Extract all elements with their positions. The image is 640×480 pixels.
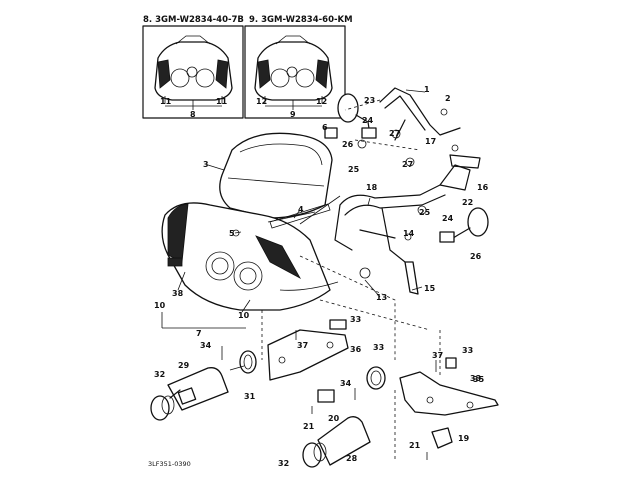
left-air-duct <box>150 367 229 421</box>
callout-25a: 25 <box>348 165 360 174</box>
right-duct-collar <box>366 366 386 390</box>
variant-8-frame <box>142 25 244 119</box>
variant-8-left-tag: 11 <box>160 97 172 106</box>
right-mirror <box>439 207 489 243</box>
callout-32b: 32 <box>278 459 289 468</box>
variant-9-label: 9. 3GM-W2834-60-KM <box>249 15 353 25</box>
right-air-duct <box>302 416 371 468</box>
callout-17: 17 <box>425 137 436 146</box>
callout-21a: 21 <box>303 422 315 431</box>
callout-19: 19 <box>458 434 470 443</box>
callout-7: 7 <box>196 329 202 338</box>
callout-26b: 26 <box>470 252 482 261</box>
windshield-part <box>219 132 333 219</box>
left-inner-stay <box>267 319 349 381</box>
callout-29: 29 <box>178 361 190 370</box>
variant-9-panel: 9. 3GM-W2834-60-KM 12 12 9 <box>244 15 353 119</box>
callout-18: 18 <box>366 183 378 192</box>
callout-10a: 10 <box>154 301 166 310</box>
callout-27a: 27 <box>389 129 400 138</box>
callout-37a: 37 <box>297 341 308 350</box>
callout-21b: 21 <box>409 441 421 450</box>
variant-8-panel: 8. 3GM-W2834-40-7B 11 11 8 <box>142 15 244 119</box>
callout-27b: 27 <box>402 160 413 169</box>
callout-33d: 33 <box>470 374 481 383</box>
fasteners <box>232 108 459 279</box>
callout-10b: 10 <box>238 311 250 320</box>
callout-36: 36 <box>350 345 362 354</box>
callout-35: 35 <box>473 375 485 384</box>
screw-34 <box>221 346 356 400</box>
variant-9-cowl-drawing <box>254 35 333 110</box>
callout-labels: 1 2 3 4 5 6 7 10 10 13 14 15 16 17 18 19… <box>154 85 489 468</box>
right-inner-stay <box>399 357 499 416</box>
callout-24a: 24 <box>362 116 374 125</box>
front-cowl-part <box>161 202 339 311</box>
leader-lines <box>161 89 426 371</box>
callout-32a: 32 <box>154 370 165 379</box>
callout-13: 13 <box>376 293 387 302</box>
callout-22: 22 <box>462 198 473 207</box>
cowling-stay-frame <box>334 87 481 295</box>
callout-24b: 24 <box>442 214 454 223</box>
variant-9-left-tag: 12 <box>256 97 267 106</box>
variant-9-frame <box>244 25 346 119</box>
variant-8-label: 8. 3GM-W2834-40-7B <box>143 15 244 25</box>
callout-3: 3 <box>203 160 209 169</box>
callout-6: 6 <box>322 123 328 132</box>
variant-8-cowl-drawing <box>154 35 233 110</box>
callout-14: 14 <box>403 229 415 238</box>
left-duct-collar <box>239 350 257 374</box>
callout-1: 1 <box>424 85 430 94</box>
drawing-code: 3LF351-0390 <box>148 460 191 468</box>
callout-25b: 25 <box>419 208 431 217</box>
callout-5: 5 <box>229 229 235 238</box>
variant-9-bottom-tag: 9 <box>290 110 296 119</box>
callout-16: 16 <box>477 183 489 192</box>
duct-bracket-20 <box>311 389 335 414</box>
side-brackets <box>269 195 341 229</box>
callout-38: 38 <box>172 289 184 298</box>
callout-37b: 37 <box>432 351 443 360</box>
left-mirror <box>337 93 377 139</box>
callout-34b: 34 <box>340 379 352 388</box>
variant-8-right-tag: 11 <box>216 97 228 106</box>
callout-31: 31 <box>244 392 256 401</box>
screw-37 <box>295 330 437 372</box>
dashed-assembly-lines <box>261 99 441 460</box>
variant-8-bottom-tag: 8 <box>190 110 196 119</box>
callout-33a: 33 <box>350 315 361 324</box>
callout-15: 15 <box>424 284 436 293</box>
callout-4: 4 <box>298 205 304 214</box>
callout-23: 23 <box>364 96 375 105</box>
callout-33c: 33 <box>462 346 473 355</box>
callout-34a: 34 <box>200 341 212 350</box>
bracket-19 <box>426 427 453 460</box>
callout-20: 20 <box>328 414 340 423</box>
callout-26a: 26 <box>342 140 354 149</box>
callout-33b: 33 <box>373 343 384 352</box>
variant-9-right-tag: 12 <box>316 97 327 106</box>
callout-28: 28 <box>346 454 358 463</box>
callout-2: 2 <box>445 94 451 103</box>
